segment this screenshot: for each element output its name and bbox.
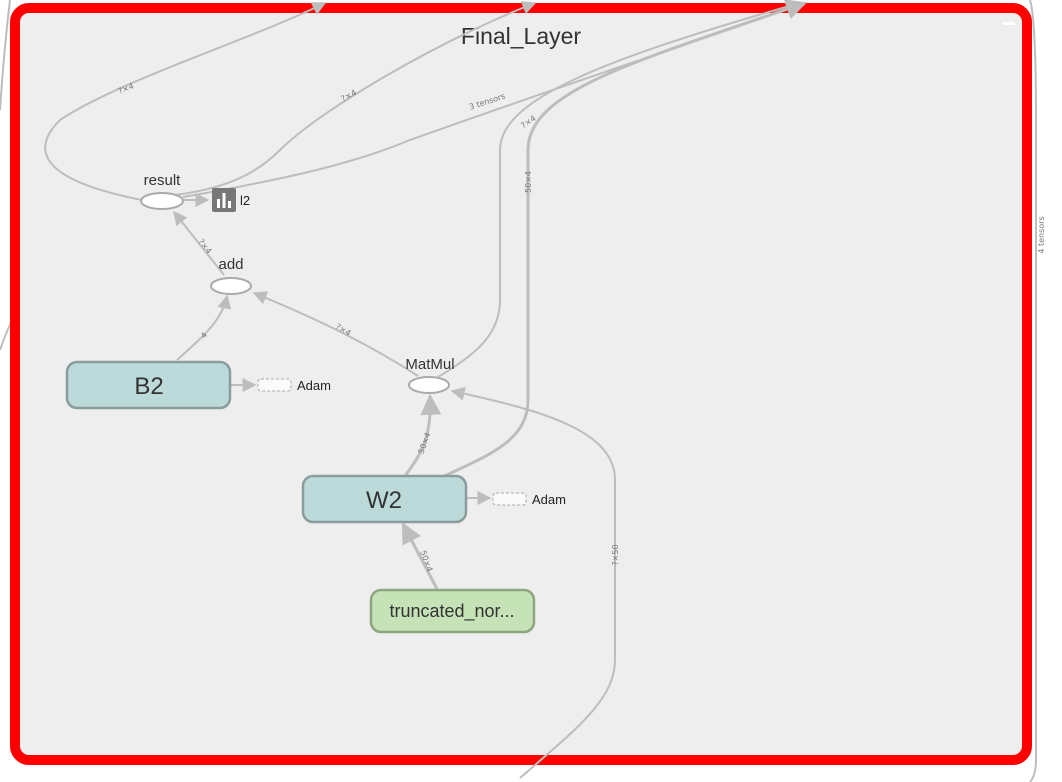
edge-result-to-out-mid [164, 1, 537, 197]
node-w2[interactable]: W2 [301, 474, 468, 524]
node-matmul[interactable]: MatMul [405, 356, 455, 394]
edge-b2-to-add [176, 294, 232, 361]
adam-b2[interactable]: Adam [257, 378, 331, 393]
edge-w2-to-matmul [403, 393, 442, 477]
summary-label: l2 [240, 193, 250, 208]
summary-l2[interactable]: l2 [212, 188, 250, 212]
node-b2[interactable]: B2 [65, 360, 232, 410]
adam-w2[interactable]: Adam [492, 492, 566, 507]
group-collapse-button[interactable] [1003, 22, 1015, 25]
outer-edge-label: 4 tensors [1037, 216, 1046, 253]
node-matmul-label: MatMul [405, 356, 454, 373]
group-title: Final_Layer [461, 23, 582, 49]
node-b2-label: B2 [134, 373, 163, 400]
edge-matmul-to-add [252, 291, 419, 377]
node-w2-label: W2 [366, 487, 402, 514]
node-truncated-label: truncated_nor... [389, 601, 514, 622]
adam-w2-label: Adam [532, 492, 566, 507]
edge-label-b2-add: 4 [199, 331, 209, 341]
edge-add-to-result [173, 210, 225, 276]
node-add[interactable]: add [210, 256, 252, 295]
edge-trunc-to-w2 [401, 522, 439, 590]
node-result[interactable]: result [140, 172, 184, 210]
outer-edge-left [0, 0, 11, 111]
edge-matmul-to-out [437, 0, 802, 378]
outer-edge-right [1029, 0, 1037, 782]
edge-input-to-matmul [450, 386, 616, 779]
adam-b2-label: Adam [297, 378, 331, 393]
edge-w2-to-out [439, 0, 807, 480]
edge-result-to-out-left [44, 2, 327, 201]
node-result-label: result [144, 172, 182, 189]
edge-label-w2-up: 50×4 [524, 171, 533, 193]
node-add-label: add [218, 256, 243, 273]
node-truncated-normal[interactable]: truncated_nor... [369, 588, 536, 634]
edge-label-input-matmul: ?×50 [611, 544, 620, 565]
